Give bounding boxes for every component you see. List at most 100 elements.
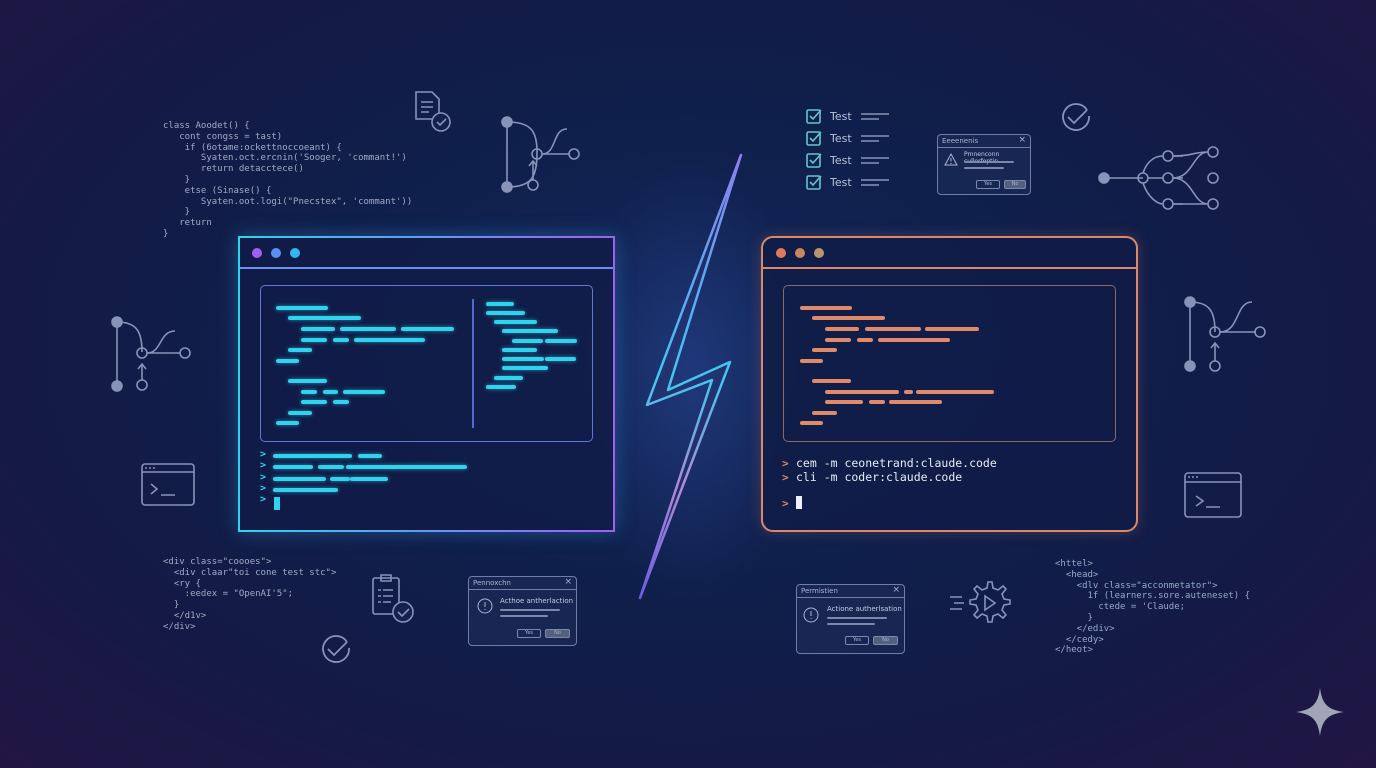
code-line-bar (800, 306, 852, 310)
code-line-bar (333, 400, 349, 404)
code-line: <head> (1055, 569, 1099, 580)
document-check-icon (415, 91, 451, 132)
code-line-bar (301, 327, 335, 331)
window-dot[interactable] (776, 248, 786, 258)
no-button[interactable]: No (873, 636, 898, 645)
dialog-message: Actione autherlsation (827, 605, 902, 613)
terminal-icon (1184, 472, 1242, 518)
close-icon[interactable]: × (1018, 135, 1026, 145)
code-line-bar (276, 359, 299, 363)
code-line-bar (812, 379, 851, 383)
code-line-bar (288, 348, 312, 352)
window-dot[interactable] (795, 248, 805, 258)
code-line-bar (925, 327, 979, 331)
code-line-bar (865, 327, 921, 331)
panel-divider (472, 299, 474, 428)
code-line-bar (502, 357, 544, 361)
checklist-label: Test (830, 175, 852, 189)
checklist-item: Test (806, 108, 890, 124)
git-branch-icon (1184, 296, 1266, 372)
code-line: } (1055, 612, 1093, 623)
code-line: class Aoodet() { (163, 121, 250, 131)
window-dot[interactable] (252, 248, 262, 258)
yes-button[interactable]: Yes (976, 180, 1000, 189)
text-lines-icon (860, 113, 889, 120)
code-line-bar (545, 339, 577, 343)
code-line-bar (512, 339, 543, 343)
code-line-bar (276, 421, 299, 425)
code-line-bar (825, 338, 851, 342)
code-line: 1f (learners.sore.auteneset) { (1055, 591, 1251, 602)
code-line-bar (825, 400, 863, 404)
code-line-bar (825, 327, 859, 331)
code-line: if (6otame:ockettnoccoeant) { (163, 142, 342, 153)
checklist-item: Test (806, 174, 890, 190)
dialog-title: Eeeenenis (938, 135, 1030, 148)
close-icon[interactable]: × (564, 577, 572, 587)
text-lines-icon (860, 135, 889, 142)
code-line-bar (812, 411, 837, 415)
check-circle-icon (1062, 103, 1090, 131)
code-line-bar (502, 366, 548, 370)
code-line-bar (904, 390, 913, 394)
checkbox-checked-icon[interactable] (806, 152, 822, 168)
title-bar (763, 238, 1136, 269)
code-line-bar (323, 390, 338, 394)
editor-panel (260, 285, 593, 442)
cursor[interactable] (796, 496, 802, 509)
checkbox-checked-icon[interactable] (806, 130, 822, 146)
code-line: </d1v> (163, 610, 207, 621)
code-line-bar (288, 316, 361, 320)
code-line-bar (273, 488, 338, 492)
code-line: <div class="coooes"> (163, 557, 272, 567)
checklist-item: Test (806, 130, 890, 146)
close-icon[interactable]: × (892, 585, 900, 595)
code-line-bar (502, 348, 537, 352)
code-line-bar (545, 357, 576, 361)
code-line: </heot> (1055, 645, 1093, 656)
code-line: </cedy> (1055, 634, 1104, 645)
no-button[interactable]: No (545, 629, 570, 638)
yes-button[interactable]: Yes (845, 636, 869, 645)
code-line: Syaten.oot.logi("Pnecstex", 'commant')) (163, 196, 413, 207)
checklist-item: Test (806, 152, 890, 168)
code-line-bar (301, 390, 317, 394)
exclamation-circle-icon (477, 598, 493, 614)
code-line-bar (486, 385, 516, 389)
code-line-bar (276, 306, 328, 310)
checklist-label: Test (830, 153, 852, 167)
terminal-line: cli -m coder:claude.code (796, 470, 963, 484)
yes-button[interactable]: Yes (517, 629, 541, 638)
code-line-bar (494, 320, 537, 324)
code-line: } (163, 174, 191, 185)
code-line: <div claar"toi cone test stc"> (163, 567, 337, 578)
gear-play-icon (950, 581, 1011, 623)
code-line-bar (502, 329, 558, 333)
no-button[interactable]: No (1004, 180, 1026, 189)
code-line-bar (346, 465, 467, 469)
code-line: } (163, 207, 191, 218)
code-line: } (163, 600, 180, 611)
checkbox-checked-icon[interactable] (806, 108, 822, 124)
window-dot[interactable] (814, 248, 824, 258)
code-line-bar (889, 400, 942, 404)
checklist-label: Test (830, 109, 852, 123)
prompt-chevron: > (260, 483, 267, 494)
warning-icon (944, 153, 958, 166)
checkbox-checked-icon[interactable] (806, 174, 822, 190)
window-dot[interactable] (271, 248, 281, 258)
code-line-bar (273, 454, 352, 458)
code-snippet-bottom-right: <httel> <head> <dlv class="acconmetator"… (1055, 559, 1250, 656)
window-dot[interactable] (290, 248, 300, 258)
code-line-bar (358, 454, 382, 458)
code-line-bar (800, 359, 823, 363)
code-line-bar (878, 338, 950, 342)
text-lines-icon (860, 157, 889, 164)
prompt-chevron: > (260, 494, 267, 505)
code-line: <ry { (163, 578, 201, 589)
exclamation-circle-icon (803, 607, 819, 623)
prompt-chevron: > (782, 471, 789, 484)
code-line-bar (273, 465, 313, 469)
checklist-label: Test (830, 131, 852, 145)
text-lines-icon (860, 179, 889, 186)
